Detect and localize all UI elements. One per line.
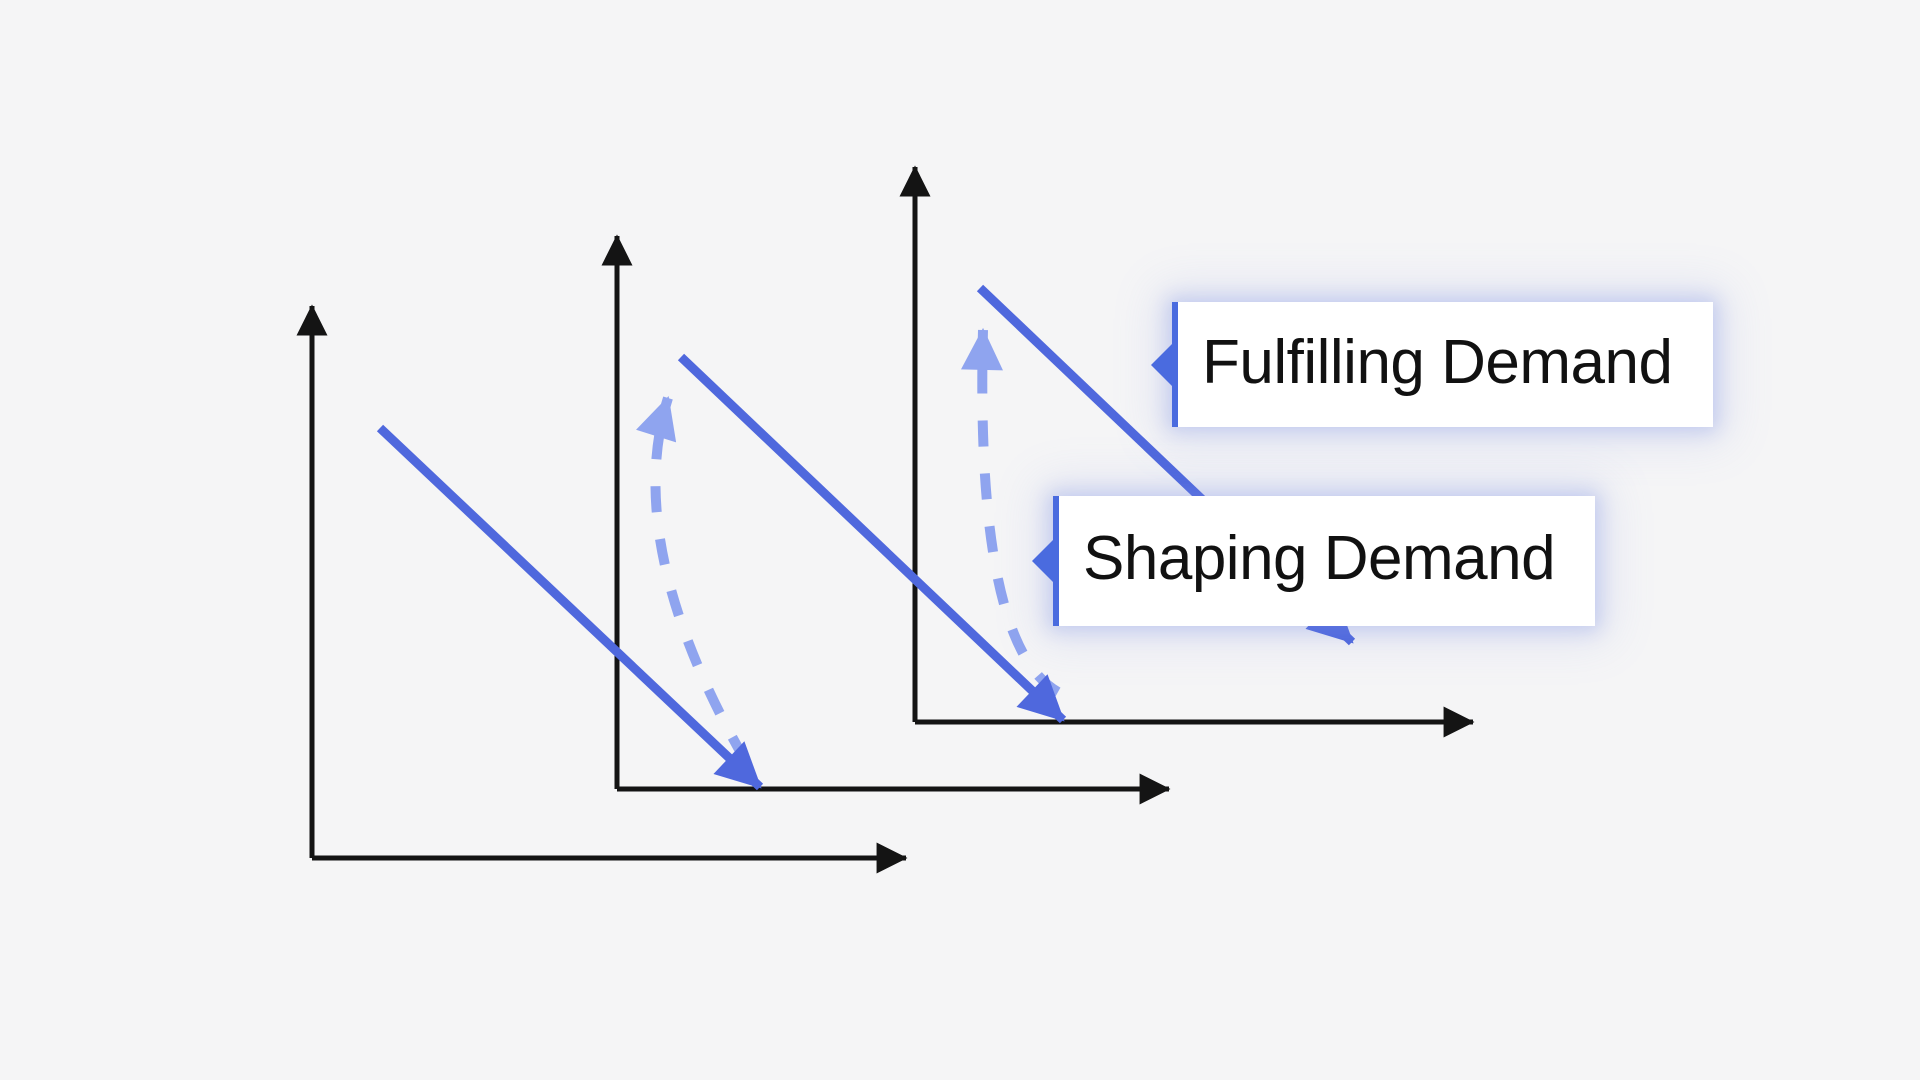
panel2-demand-line-arrow <box>677 353 1067 724</box>
shift-arrow-1-dashed-up-icon <box>636 395 750 763</box>
fulfilling-demand-text: Fulfilling Demand <box>1202 327 1673 397</box>
shaping-demand-label: Shaping Demand <box>1032 496 1595 626</box>
label-pointer-left-icon <box>1151 337 1178 392</box>
fulfilling-demand-label: Fulfilling Demand <box>1151 302 1713 427</box>
panel1-demand-line-arrow <box>376 424 764 791</box>
shaping-demand-text: Shaping Demand <box>1083 524 1556 593</box>
shift-arrow-2-dashed-up-icon <box>960 327 1061 697</box>
label-pointer-left-icon <box>1032 534 1059 588</box>
